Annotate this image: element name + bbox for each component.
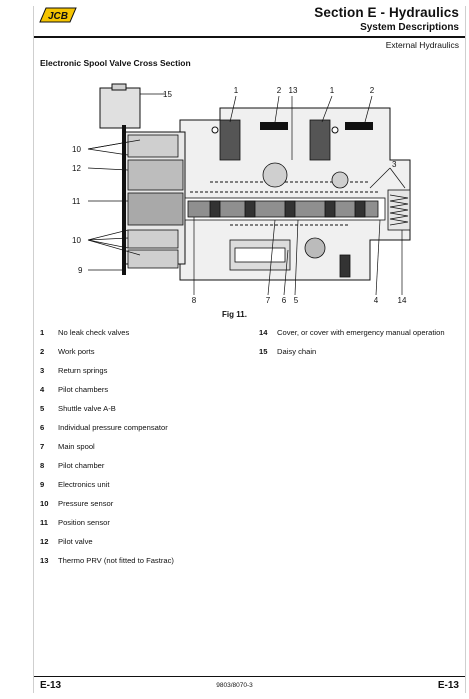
callout-8: 8 (192, 296, 197, 305)
callout-9: 9 (78, 266, 83, 275)
legend-text: Pilot chamber (58, 461, 105, 470)
legend-right: 14 Cover, or cover with emergency manual … (259, 328, 464, 368)
footer-rule (34, 676, 465, 677)
document-number: 9803/8070-3 (216, 682, 253, 689)
legend-number: 9 (40, 480, 45, 489)
callout-3: 3 (392, 160, 397, 169)
legend-text: Position sensor (58, 518, 110, 527)
legend-text: No leak check valves (58, 328, 130, 337)
sub-section-label: External Hydraulics (385, 40, 459, 50)
return-spring (387, 189, 411, 231)
callout-7: 7 (266, 296, 271, 305)
callout-1b: 1 (330, 86, 335, 95)
legend-number: 12 (40, 537, 49, 546)
figure-heading: Electronic Spool Valve Cross Section (40, 58, 191, 68)
legend-text: Return springs (58, 366, 108, 375)
callout-2a: 2 (277, 86, 282, 95)
callout-labels: 1 2 13 1 2 15 3 10 12 11 10 9 8 7 6 5 4 … (72, 86, 407, 305)
legend-number: 4 (40, 385, 45, 394)
legend-text: Thermo PRV (not fitted to Fastrac) (58, 556, 174, 565)
legend-left: 1 No leak check valves 2 Work ports 3 Retur… (40, 328, 250, 578)
page-frame (33, 6, 466, 693)
legend-number: 13 (40, 556, 49, 565)
electronics-unit (122, 125, 126, 275)
legend-number: 14 (259, 328, 268, 337)
work-ports (211, 122, 373, 134)
legend-number: 7 (40, 442, 45, 451)
callout-10a: 10 (72, 145, 81, 154)
callout-6: 6 (282, 296, 287, 305)
callout-14: 14 (398, 296, 407, 305)
legend-text: Pilot chambers (58, 385, 109, 394)
legend-text: Main spool (58, 442, 95, 451)
figure-caption: Fig 11. (222, 310, 247, 319)
section-title: Section E - Hydraulics (314, 5, 459, 20)
callout-4: 4 (374, 296, 379, 305)
callout-13: 13 (289, 86, 298, 95)
legend-text: Individual pressure compensator (58, 423, 168, 432)
header-rule (34, 36, 465, 38)
legend-text: Pressure sensor (58, 499, 114, 508)
spool-valve-diagram: 1 2 13 1 2 15 3 10 12 11 10 9 8 7 6 5 4 … (72, 83, 411, 305)
callout-12: 12 (72, 164, 81, 173)
legend-number: 2 (40, 347, 45, 356)
legend-number: 3 (40, 366, 45, 375)
page-number-right: E-13 (437, 680, 459, 691)
legend-number: 1 (40, 328, 45, 337)
legend-number: 11 (40, 518, 49, 527)
legend-number: 15 (259, 347, 268, 356)
check-valves (219, 119, 349, 189)
legend-text: Work ports (58, 347, 95, 356)
callout-15: 15 (163, 90, 172, 99)
callout-10b: 10 (72, 236, 81, 245)
legend-text: Shuttle valve A-B (58, 404, 116, 413)
legend-text: Pilot valve (58, 537, 93, 546)
jcb-logo: JCB (39, 7, 77, 23)
dashed-passages (190, 181, 380, 226)
callout-1a: 1 (234, 86, 239, 95)
callout-2b: 2 (370, 86, 375, 95)
legend-number: 6 (40, 423, 45, 432)
callouts (87, 93, 406, 296)
left-components (127, 134, 184, 269)
callout-5: 5 (294, 296, 299, 305)
legend-text: Electronics unit (58, 480, 110, 489)
logo-text: JCB (48, 11, 68, 22)
legend-number: 5 (40, 404, 45, 413)
legend-number: 10 (40, 499, 49, 508)
main-spool (184, 197, 386, 221)
page-number-left: E-13 (40, 680, 62, 691)
legend-number: 8 (40, 461, 45, 470)
section-subtitle: System Descriptions (360, 22, 459, 33)
pressure-compensator (229, 237, 351, 278)
legend-text: Cover, or cover with emergency manual op… (277, 328, 445, 337)
legend-text: Daisy chain (277, 347, 317, 356)
callout-11: 11 (72, 197, 81, 206)
